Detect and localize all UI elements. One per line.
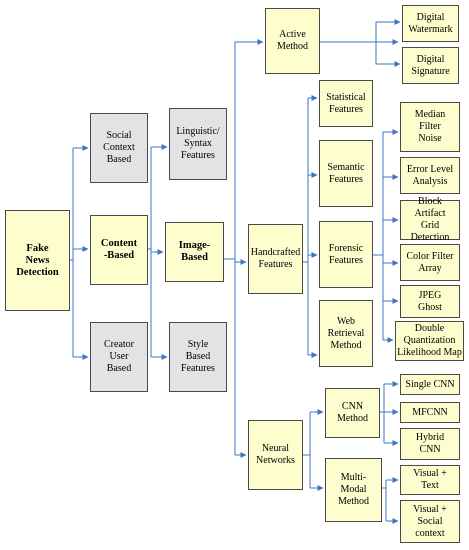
color-filter-label: Color Filter Array — [406, 250, 454, 274]
style-based-box: Style Based Features — [169, 322, 227, 392]
creator-user-label: Creator User Based — [104, 339, 134, 374]
semantic-features-box: Semantic Features — [319, 140, 373, 207]
content-based-label: Content -Based — [100, 238, 138, 261]
block-artifact-box: Block Artifact Grid Detection — [400, 196, 460, 243]
cnn-method-box: CNN Method — [325, 388, 380, 438]
jpeg-ghost-label: JPEG Ghost — [418, 289, 442, 313]
median-filter-box: Median Filter Noise — [400, 102, 460, 152]
handcrafted-features-label: Handcrafted Features — [250, 247, 301, 270]
active-method-box: Active Method — [265, 8, 320, 74]
block-artifact-label: Block Artifact Grid Detection — [410, 196, 450, 243]
fake-news-detection-label: Fake News Detection — [16, 242, 59, 278]
style-based-label: Style Based Features — [181, 339, 215, 374]
multimodal-method-box: Multi- Modal Method — [325, 458, 382, 522]
multimodal-method-label: Multi- Modal Method — [337, 472, 370, 507]
neural-networks-label: Neural Networks — [256, 443, 295, 466]
image-based-box: Image- Based — [165, 222, 224, 282]
statistical-features-box: Statistical Features — [319, 80, 373, 127]
active-method-label: Active Method — [276, 29, 309, 52]
arrow-to-signature — [375, 42, 401, 67]
cnn-method-label: CNN Method — [336, 401, 369, 424]
fake-news-detection-box: Fake News Detection — [5, 210, 70, 311]
color-filter-box: Color Filter Array — [400, 244, 460, 281]
semantic-features-label: Semantic Features — [327, 161, 365, 185]
visual-text-label: Visual + Text — [413, 468, 447, 491]
forensic-features-box: Forensic Features — [319, 221, 373, 288]
digital-signature-label: Digital Signature — [411, 53, 450, 77]
forensic-features-label: Forensic Features — [328, 242, 364, 266]
jpeg-ghost-box: JPEG Ghost — [400, 285, 460, 318]
visual-text-box: Visual + Text — [400, 465, 460, 495]
error-level-box: Error Level Analysis — [400, 157, 460, 194]
single-cnn-label: Single CNN — [405, 378, 455, 390]
neural-networks-box: Neural Networks — [248, 420, 303, 490]
arrow-to-watermark — [375, 19, 401, 42]
social-context-label: Social Context Based — [103, 130, 135, 165]
visual-social-label: Visual + Social context — [413, 503, 447, 539]
median-filter-label: Median Filter Noise — [414, 109, 446, 144]
single-cnn-box: Single CNN — [400, 374, 460, 395]
visual-social-box: Visual + Social context — [400, 500, 460, 543]
digital-signature-box: Digital Signature — [402, 47, 459, 84]
hybrid-cnn-box: Hybrid CNN — [400, 428, 460, 460]
web-retrieval-box: Web Retrieval Method — [319, 300, 373, 367]
hybrid-cnn-label: Hybrid CNN — [415, 432, 445, 455]
error-level-label: Error Level Analysis — [406, 163, 454, 187]
mfcnn-box: MFCNN — [400, 402, 460, 423]
social-context-box: Social Context Based — [90, 113, 148, 183]
linguistic-syntax-box: Linguistic/ Syntax Features — [169, 108, 227, 180]
web-retrieval-label: Web Retrieval Method — [327, 315, 365, 351]
content-based-box: Content -Based — [90, 215, 148, 285]
handcrafted-features-box: Handcrafted Features — [248, 224, 303, 294]
double-quantization-box: Double Quantization Likelihood Map — [395, 321, 464, 361]
linguistic-syntax-label: Linguistic/ Syntax Features — [176, 126, 220, 161]
statistical-features-label: Statistical Features — [326, 91, 366, 115]
double-quantization-label: Double Quantization Likelihood Map — [397, 323, 462, 358]
creator-user-box: Creator User Based — [90, 322, 148, 392]
image-based-label: Image- Based — [178, 240, 211, 263]
digital-watermark-box: Digital Watermark — [402, 5, 459, 42]
mfcnn-label: MFCNN — [412, 406, 448, 418]
digital-watermark-label: Digital Watermark — [408, 11, 453, 35]
